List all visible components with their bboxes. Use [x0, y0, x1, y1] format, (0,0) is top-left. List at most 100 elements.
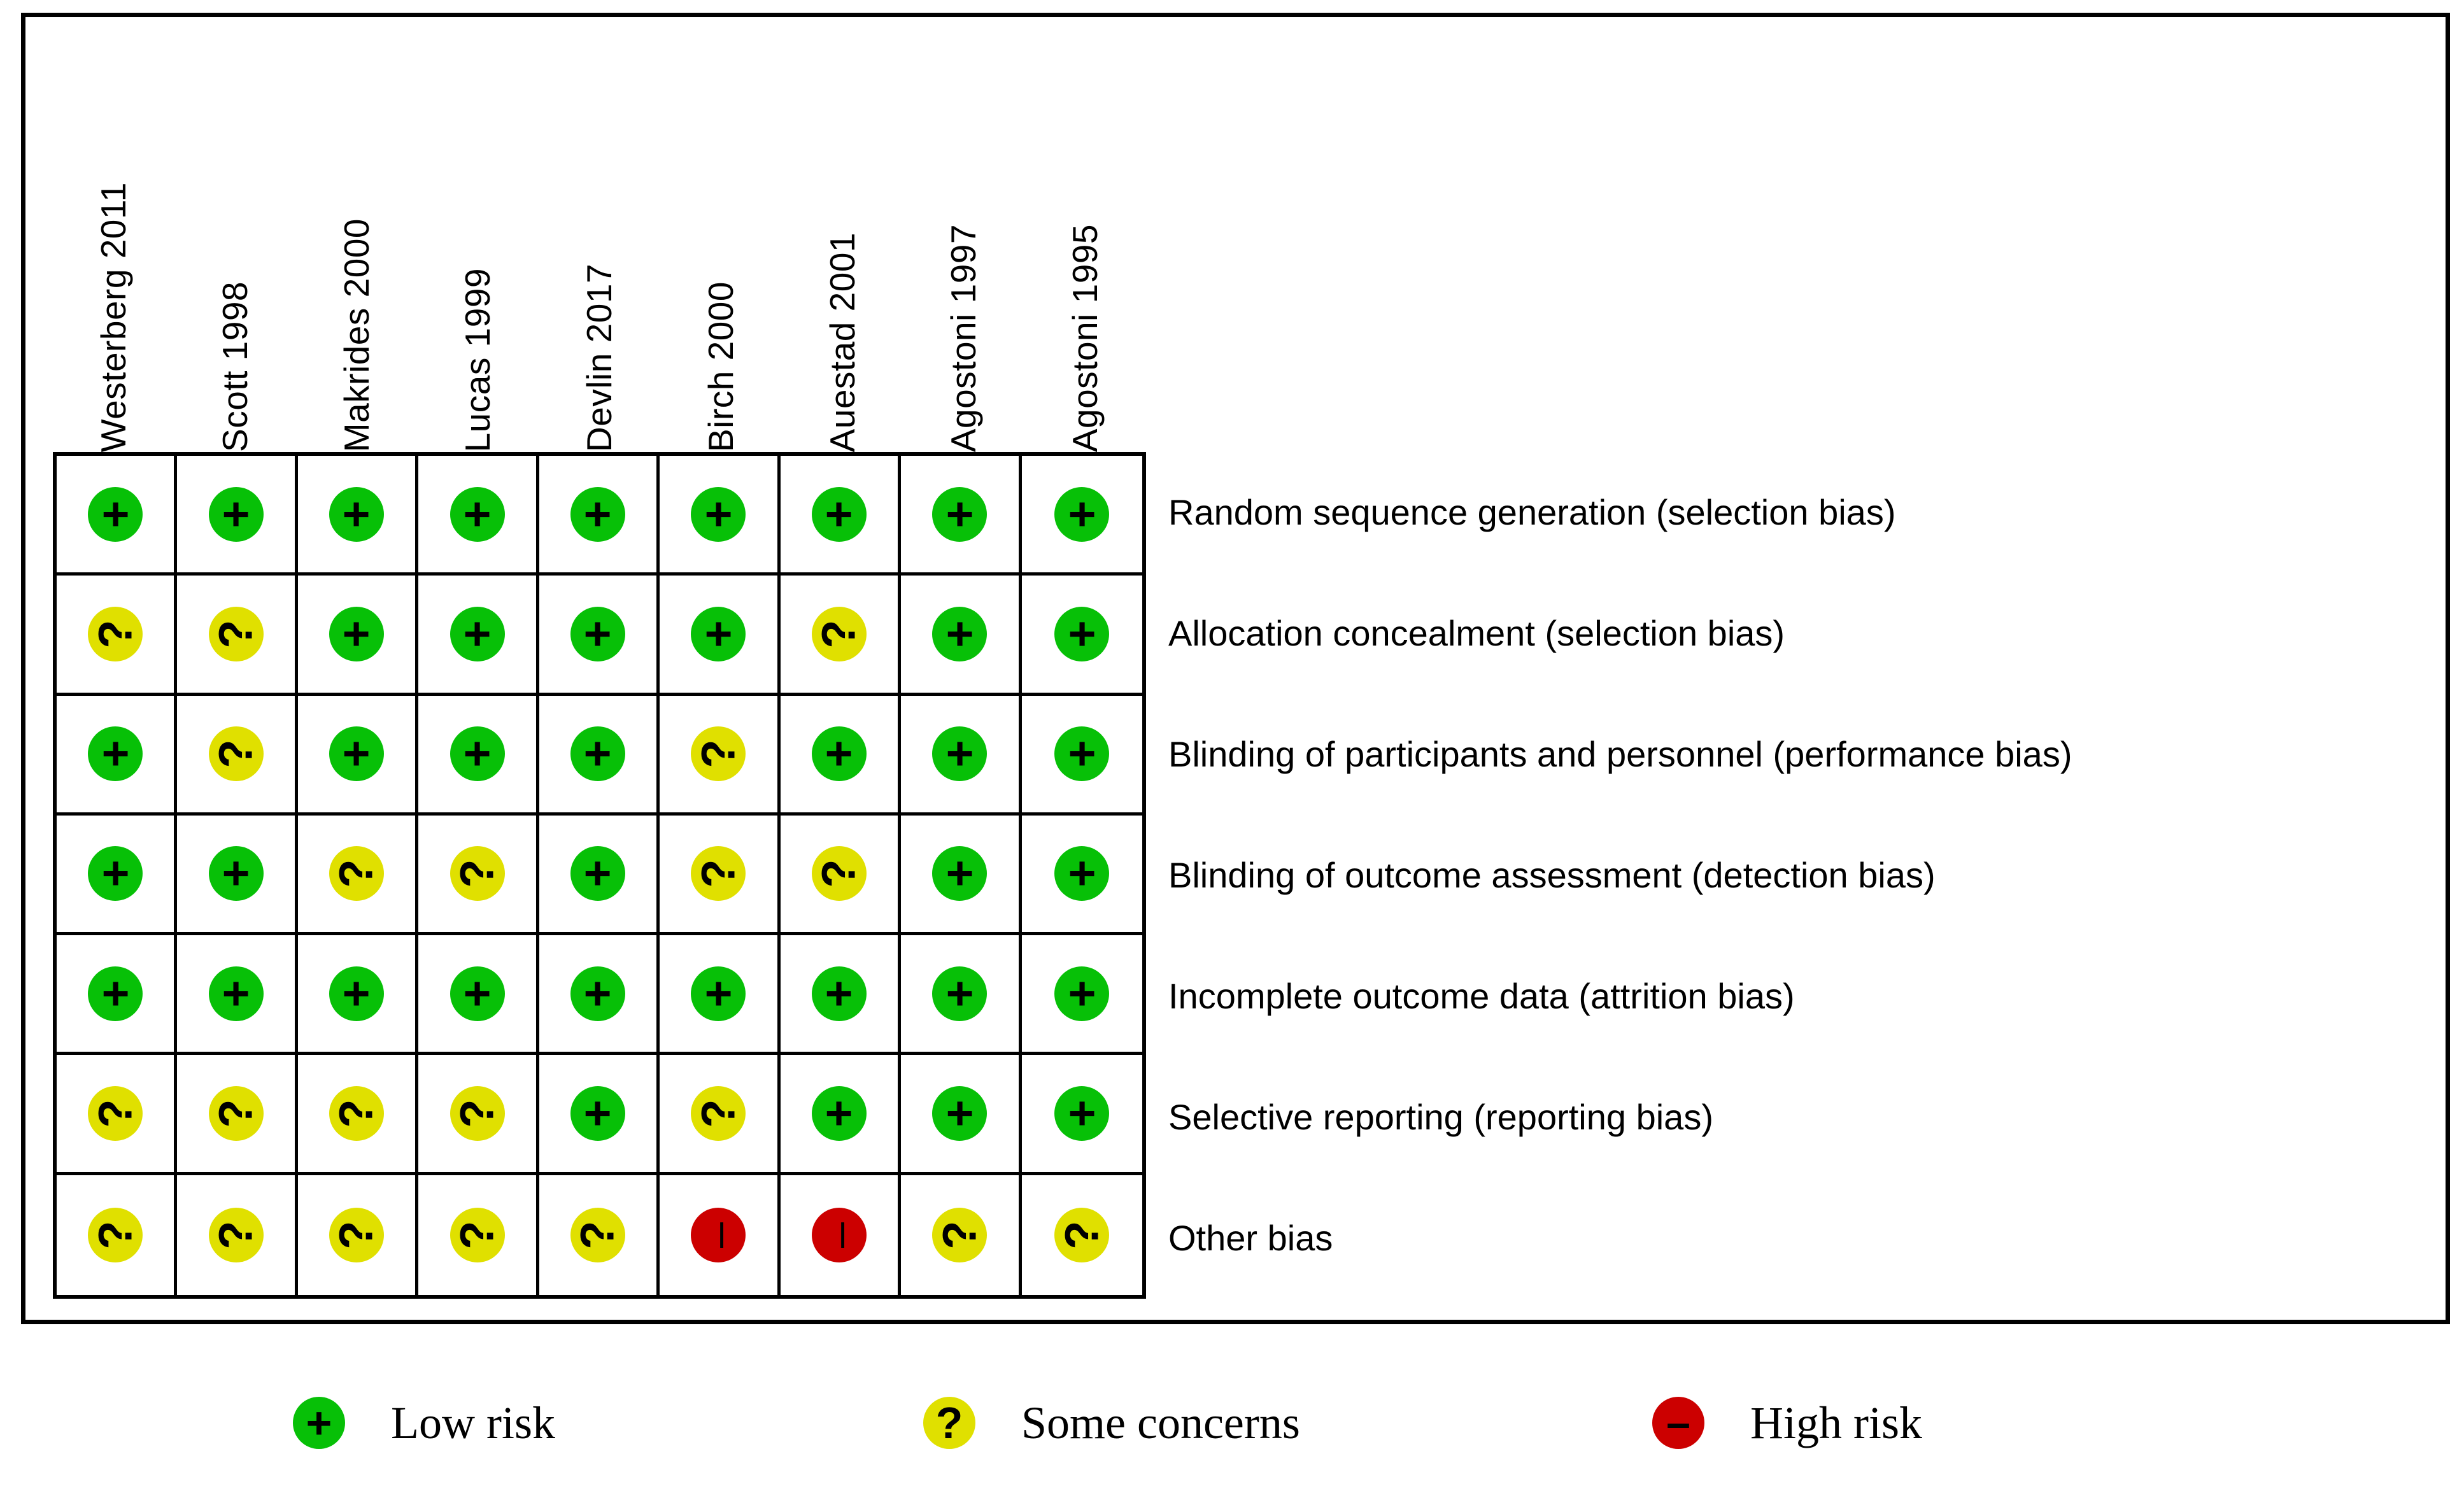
risk-glyph: +: [330, 500, 383, 528]
study-column-header: Agostoni 1995: [1024, 31, 1146, 452]
risk-cell: ?: [780, 576, 902, 696]
risk-glyph: +: [209, 980, 262, 1008]
risk-cell: +: [177, 456, 298, 576]
risk-cell: ?: [539, 1175, 660, 1295]
risk-cell: ?: [660, 1055, 781, 1175]
risk-high-icon: –: [691, 1207, 746, 1262]
study-column-header: Devlin 2017: [539, 31, 660, 452]
risk-cell: ?: [177, 576, 298, 696]
risk-cell: +: [297, 456, 419, 576]
legend-some-icon: ?: [923, 1397, 975, 1449]
risk-low-icon: +: [88, 486, 143, 542]
study-column-header-label: Lucas 1999: [458, 267, 498, 452]
risk-cell: +: [297, 695, 419, 816]
risk-low-icon: +: [1054, 486, 1110, 542]
risk-low-icon: +: [932, 1086, 988, 1141]
risk-cell: +: [901, 456, 1022, 576]
risk-cell: ?: [418, 1055, 539, 1175]
bias-domain-label: Random sequence generation (selection bi…: [1168, 491, 1896, 532]
risk-cell: ?: [297, 1055, 419, 1175]
risk-glyph: +: [812, 740, 865, 768]
risk-glyph: ?: [89, 1099, 142, 1128]
risk-glyph: +: [89, 859, 142, 888]
risk-cell: +: [1021, 576, 1142, 696]
risk-cell: +: [418, 935, 539, 1056]
risk-glyph: +: [570, 1099, 624, 1127]
risk-some-icon: ?: [450, 1086, 505, 1141]
risk-glyph: +: [812, 1099, 865, 1127]
risk-low-icon: +: [932, 486, 988, 542]
risk-glyph: +: [330, 620, 383, 648]
risk-glyph: +: [1055, 859, 1108, 888]
risk-glyph: ?: [691, 859, 745, 889]
risk-low-icon: +: [208, 966, 264, 1021]
risk-cell: +: [539, 815, 660, 936]
study-column-header: Westerberg 2011: [53, 31, 174, 452]
risk-glyph: +: [1055, 1099, 1108, 1127]
risk-low-icon: +: [811, 726, 867, 782]
risk-some-icon: ?: [208, 606, 264, 661]
risk-low-icon: +: [932, 726, 988, 782]
risk-low-icon: +: [450, 606, 505, 661]
risk-low-icon: +: [450, 486, 505, 542]
risk-cell: +: [297, 935, 419, 1056]
risk-glyph: ?: [570, 1220, 624, 1250]
risk-cell: ?: [660, 695, 781, 816]
risk-glyph: +: [570, 500, 624, 528]
risk-glyph: ?: [450, 1220, 504, 1250]
risk-low-icon: +: [811, 486, 867, 542]
bias-domain-labels: Random sequence generation (selection bi…: [1168, 452, 2416, 1299]
risk-cell: ?: [297, 815, 419, 936]
risk-glyph: +: [89, 980, 142, 1008]
risk-some-icon: ?: [329, 1086, 385, 1141]
risk-glyph: ?: [330, 1220, 383, 1250]
legend-low-icon: +: [293, 1397, 345, 1449]
legend-label: Some concerns: [1021, 1397, 1300, 1448]
risk-of-bias-matrix: +++++++++??++++?+++?+++?+++++??+??++++++…: [53, 452, 1146, 1299]
risk-low-icon: +: [570, 486, 625, 542]
risk-cell: +: [780, 695, 902, 816]
bias-domain-label: Incomplete outcome data (attrition bias): [1168, 975, 1795, 1016]
bias-domain-label: Allocation concealment (selection bias): [1168, 612, 1785, 653]
risk-cell: +: [539, 935, 660, 1056]
risk-cell: +: [780, 1055, 902, 1175]
risk-some-icon: ?: [691, 726, 746, 782]
risk-cell: ?: [57, 1055, 178, 1175]
risk-cell: ?: [1021, 1175, 1142, 1295]
legend: +Low risk?Some concerns–High risk: [21, 1362, 2450, 1483]
risk-cell: ?: [57, 1175, 178, 1295]
risk-low-icon: +: [329, 966, 385, 1021]
risk-cell: +: [539, 456, 660, 576]
risk-low-icon: +: [88, 726, 143, 782]
legend-high-icon: –: [1652, 1397, 1704, 1449]
risk-glyph: +: [1055, 980, 1108, 1008]
risk-cell: +: [780, 456, 902, 576]
risk-glyph: +: [570, 980, 624, 1008]
risk-low-icon: +: [691, 966, 746, 1021]
risk-cell: ?: [660, 815, 781, 936]
risk-cell: +: [901, 815, 1022, 936]
risk-cell: +: [901, 576, 1022, 696]
risk-low-icon: +: [570, 966, 625, 1021]
risk-cell: +: [539, 695, 660, 816]
risk-cell: +: [57, 456, 178, 576]
risk-some-icon: ?: [208, 1207, 264, 1262]
risk-cell: +: [57, 935, 178, 1056]
risk-low-icon: +: [1054, 726, 1110, 782]
risk-glyph: +: [933, 740, 986, 768]
risk-glyph: +: [933, 980, 986, 1008]
study-column-header: Lucas 1999: [417, 31, 539, 452]
risk-low-icon: +: [932, 846, 988, 901]
bias-domain-label: Blinding of outcome assessment (detectio…: [1168, 854, 1936, 895]
risk-glyph: ?: [209, 619, 262, 649]
risk-glyph: +: [450, 620, 504, 648]
risk-cell: +: [539, 576, 660, 696]
risk-some-icon: ?: [88, 606, 143, 661]
risk-cell: +: [901, 695, 1022, 816]
risk-cell: +: [1021, 935, 1142, 1056]
risk-glyph: +: [691, 620, 745, 648]
risk-glyph: +: [933, 859, 986, 888]
risk-low-icon: +: [570, 846, 625, 901]
risk-glyph: ?: [812, 619, 865, 649]
